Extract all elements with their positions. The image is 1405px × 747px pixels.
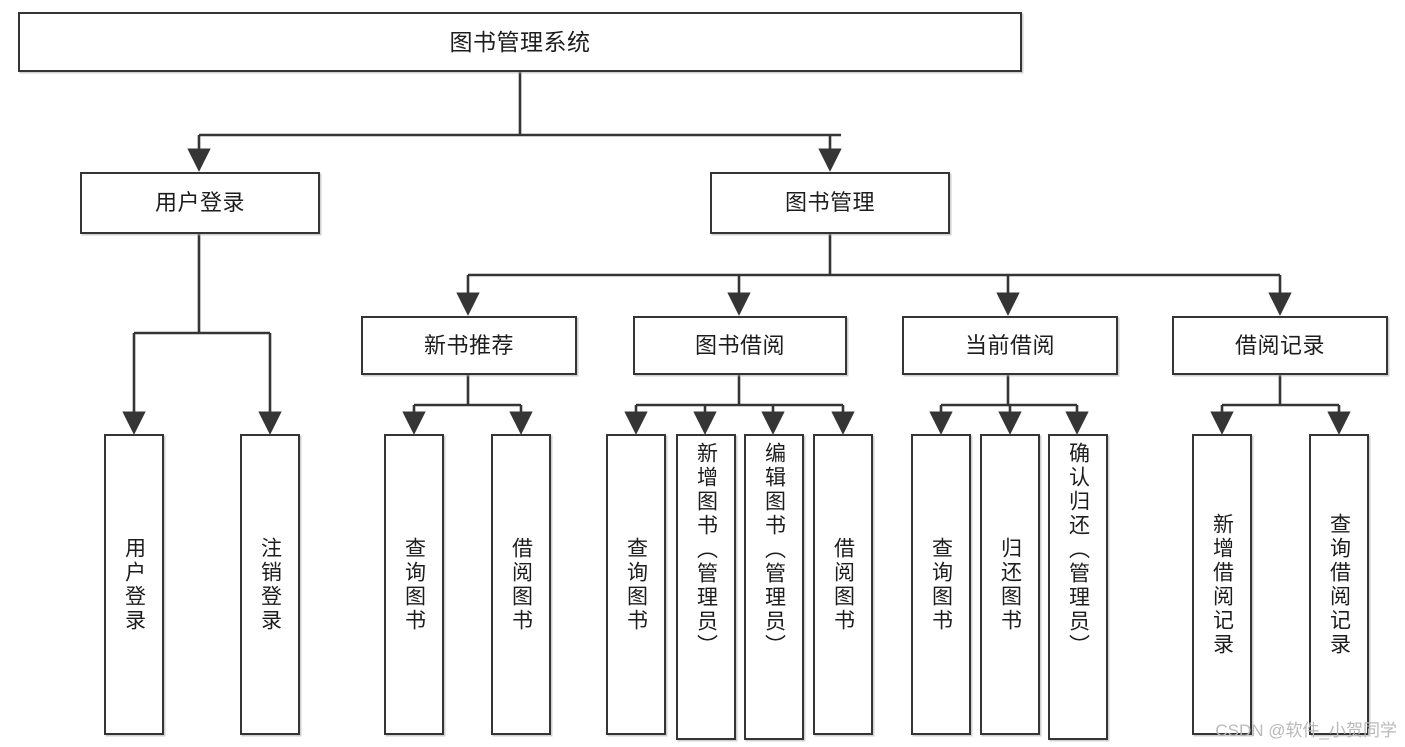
leaf-query-book-current[interactable]: 查询图书 — [911, 434, 971, 735]
leaf-query-book-recommend[interactable]: 查询图书 — [384, 434, 444, 735]
leaf-add-book-admin[interactable]: 新增图书（管理员） — [676, 434, 736, 740]
node-label: 新增图书（管理员） — [694, 442, 718, 658]
node-label: 用户登录 — [122, 536, 146, 633]
node-label: 图书管理系统 — [449, 28, 591, 55]
node-label: 编辑图书（管理员） — [762, 442, 786, 658]
node-label: 借阅记录 — [1234, 332, 1325, 358]
leaf-logout[interactable]: 注销登录 — [240, 434, 300, 735]
node-root-system[interactable]: 图书管理系统 — [18, 12, 1022, 72]
node-label: 注销登录 — [258, 536, 282, 633]
leaf-add-borrow-record[interactable]: 新增借阅记录 — [1192, 434, 1252, 735]
node-user-login[interactable]: 用户登录 — [80, 172, 320, 234]
node-label: 图书借阅 — [694, 332, 785, 358]
leaf-user-login[interactable]: 用户登录 — [104, 434, 164, 735]
leaf-edit-book-admin[interactable]: 编辑图书（管理员） — [744, 434, 804, 740]
leaf-borrow-book-recommend[interactable]: 借阅图书 — [491, 434, 551, 735]
leaf-query-borrow-record[interactable]: 查询借阅记录 — [1309, 434, 1369, 735]
leaf-query-book-borrow[interactable]: 查询图书 — [606, 434, 666, 735]
node-book-management[interactable]: 图书管理 — [710, 172, 950, 234]
watermark-text: CSDN @软件_小贺同学 — [1215, 721, 1397, 740]
node-label: 图书管理 — [784, 190, 875, 216]
leaf-borrow-book[interactable]: 借阅图书 — [813, 434, 873, 735]
node-label: 新书推荐 — [423, 332, 514, 358]
node-label: 借阅图书 — [509, 536, 533, 633]
node-label: 当前借阅 — [964, 332, 1055, 358]
node-label: 新增借阅记录 — [1210, 512, 1234, 657]
node-label: 用户登录 — [154, 190, 245, 216]
node-label: 查询图书 — [624, 536, 648, 633]
node-label: 查询借阅记录 — [1327, 512, 1351, 657]
node-label: 确认归还（管理员） — [1066, 442, 1090, 658]
node-label: 查询图书 — [402, 536, 426, 633]
leaf-confirm-return-admin[interactable]: 确认归还（管理员） — [1048, 434, 1108, 740]
node-borrow-record[interactable]: 借阅记录 — [1172, 316, 1388, 375]
node-label: 归还图书 — [998, 536, 1022, 633]
node-label: 查询图书 — [929, 536, 953, 633]
node-book-borrow[interactable]: 图书借阅 — [633, 316, 847, 375]
leaf-return-book[interactable]: 归还图书 — [980, 434, 1040, 735]
node-current-borrow[interactable]: 当前借阅 — [902, 316, 1118, 375]
node-label: 借阅图书 — [831, 536, 855, 633]
node-new-book-recommend[interactable]: 新书推荐 — [361, 316, 577, 375]
